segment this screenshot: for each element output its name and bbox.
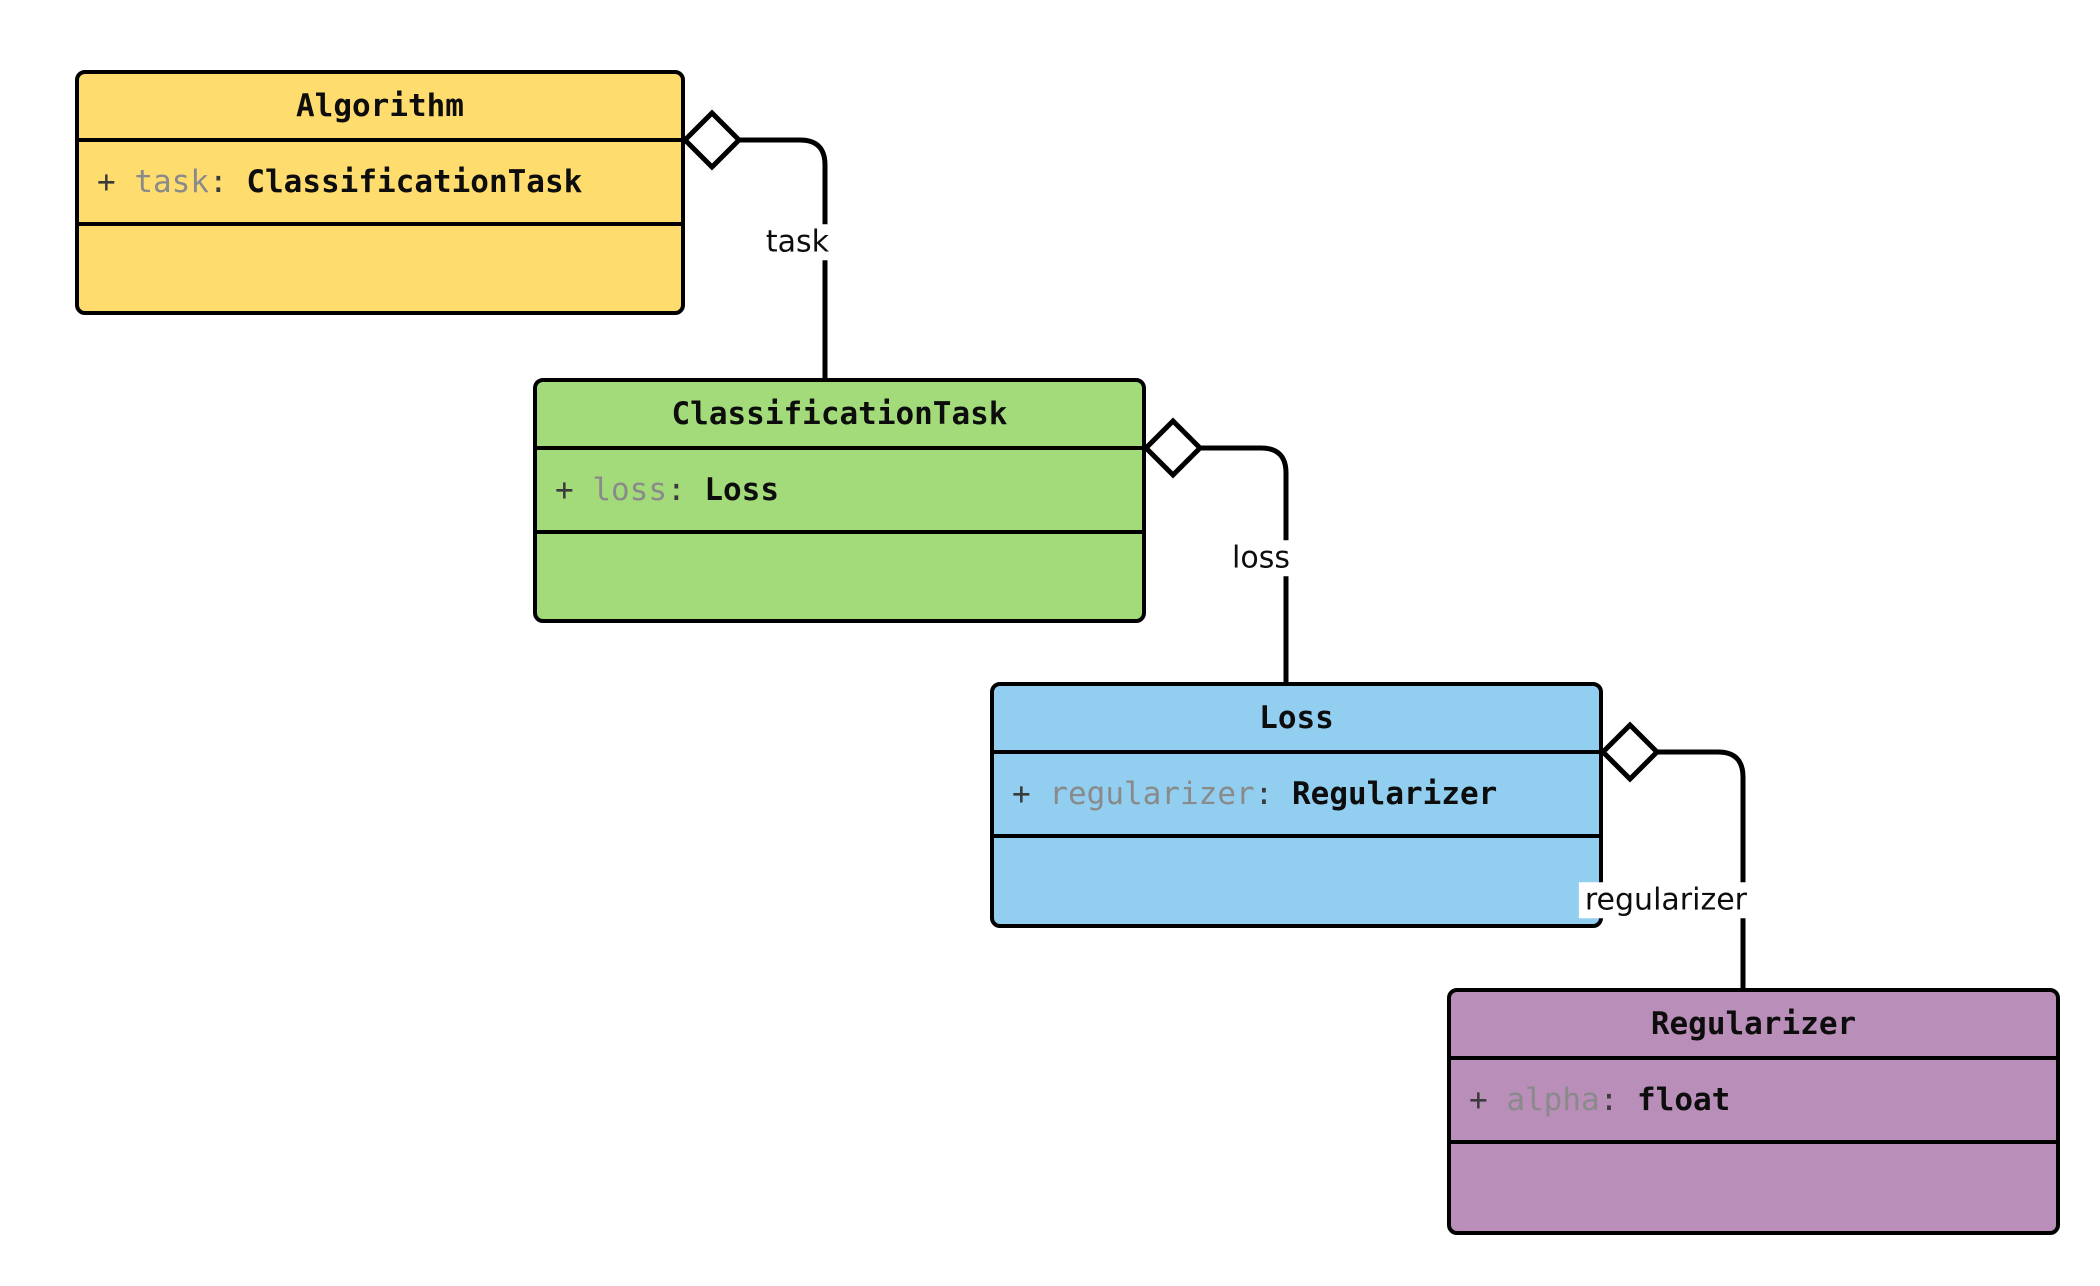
attribute-name: task <box>134 163 209 200</box>
class-title-classificationtask: ClassificationTask <box>671 396 1008 432</box>
class-box-loss[interactable]: Loss + regularizer: Regularizer <box>990 682 1603 928</box>
class-header-classificationtask: ClassificationTask <box>537 382 1142 450</box>
class-title-algorithm: Algorithm <box>296 88 464 124</box>
class-header-regularizer: Regularizer <box>1451 992 2056 1060</box>
hollow-diamond-icon-loss <box>1142 417 1204 479</box>
attribute-visibility: + <box>555 471 574 508</box>
class-attributes-loss: + regularizer: Regularizer <box>994 754 1599 838</box>
class-methods-algorithm <box>79 226 681 311</box>
attribute-row: + alpha: float <box>1469 1081 1731 1118</box>
class-box-algorithm[interactable]: Algorithm + task: ClassificationTask <box>75 70 685 315</box>
class-title-regularizer: Regularizer <box>1650 1006 1857 1042</box>
hollow-diamond-icon-task <box>681 109 743 171</box>
class-header-algorithm: Algorithm <box>79 74 681 142</box>
attribute-separator: : <box>667 471 686 508</box>
edge-label-regularizer: regularizer <box>1578 882 1753 918</box>
attribute-visibility: + <box>1012 775 1031 812</box>
attribute-type: Loss <box>704 471 779 508</box>
edge-loss-to-regularizer[interactable] <box>1599 721 1746 988</box>
attribute-visibility: + <box>1469 1081 1488 1118</box>
edge-algorithm-to-classificationtask[interactable] <box>681 109 828 378</box>
class-attributes-classificationtask: + loss: Loss <box>537 450 1142 534</box>
class-methods-loss <box>994 838 1599 924</box>
attribute-separator: : <box>1599 1081 1619 1118</box>
class-attributes-algorithm: + task: ClassificationTask <box>79 142 681 226</box>
attribute-type: Regularizer <box>1292 775 1498 812</box>
attribute-separator: : <box>209 163 228 200</box>
attribute-type: float <box>1637 1081 1731 1118</box>
edge-label-loss: loss <box>1226 540 1296 576</box>
class-title-loss: Loss <box>1259 700 1334 736</box>
class-attributes-regularizer: + alpha: float <box>1451 1060 2056 1144</box>
attribute-name: loss <box>592 471 667 508</box>
class-header-loss: Loss <box>994 686 1599 754</box>
attribute-visibility: + <box>97 163 116 200</box>
attribute-name: regularizer <box>1049 775 1255 812</box>
edge-classificationtask-to-loss[interactable] <box>1142 417 1289 682</box>
attribute-row: + task: ClassificationTask <box>97 163 583 200</box>
attribute-row: + regularizer: Regularizer <box>1012 775 1498 812</box>
class-methods-regularizer <box>1451 1144 2056 1231</box>
edge-line-loss <box>1171 445 1289 682</box>
attribute-type: ClassificationTask <box>246 163 583 200</box>
edge-label-task: task <box>759 224 835 260</box>
attribute-name: alpha <box>1506 1081 1600 1118</box>
class-box-classificationtask[interactable]: ClassificationTask + loss: Loss <box>533 378 1146 623</box>
attribute-row: + loss: Loss <box>555 471 779 508</box>
attribute-separator: : <box>1254 775 1274 812</box>
edge-line-task <box>710 137 828 378</box>
edge-line-regularizer <box>1628 749 1746 988</box>
class-methods-classificationtask <box>537 534 1142 619</box>
class-box-regularizer[interactable]: Regularizer + alpha: float <box>1447 988 2060 1235</box>
hollow-diamond-icon-regularizer <box>1599 721 1661 783</box>
